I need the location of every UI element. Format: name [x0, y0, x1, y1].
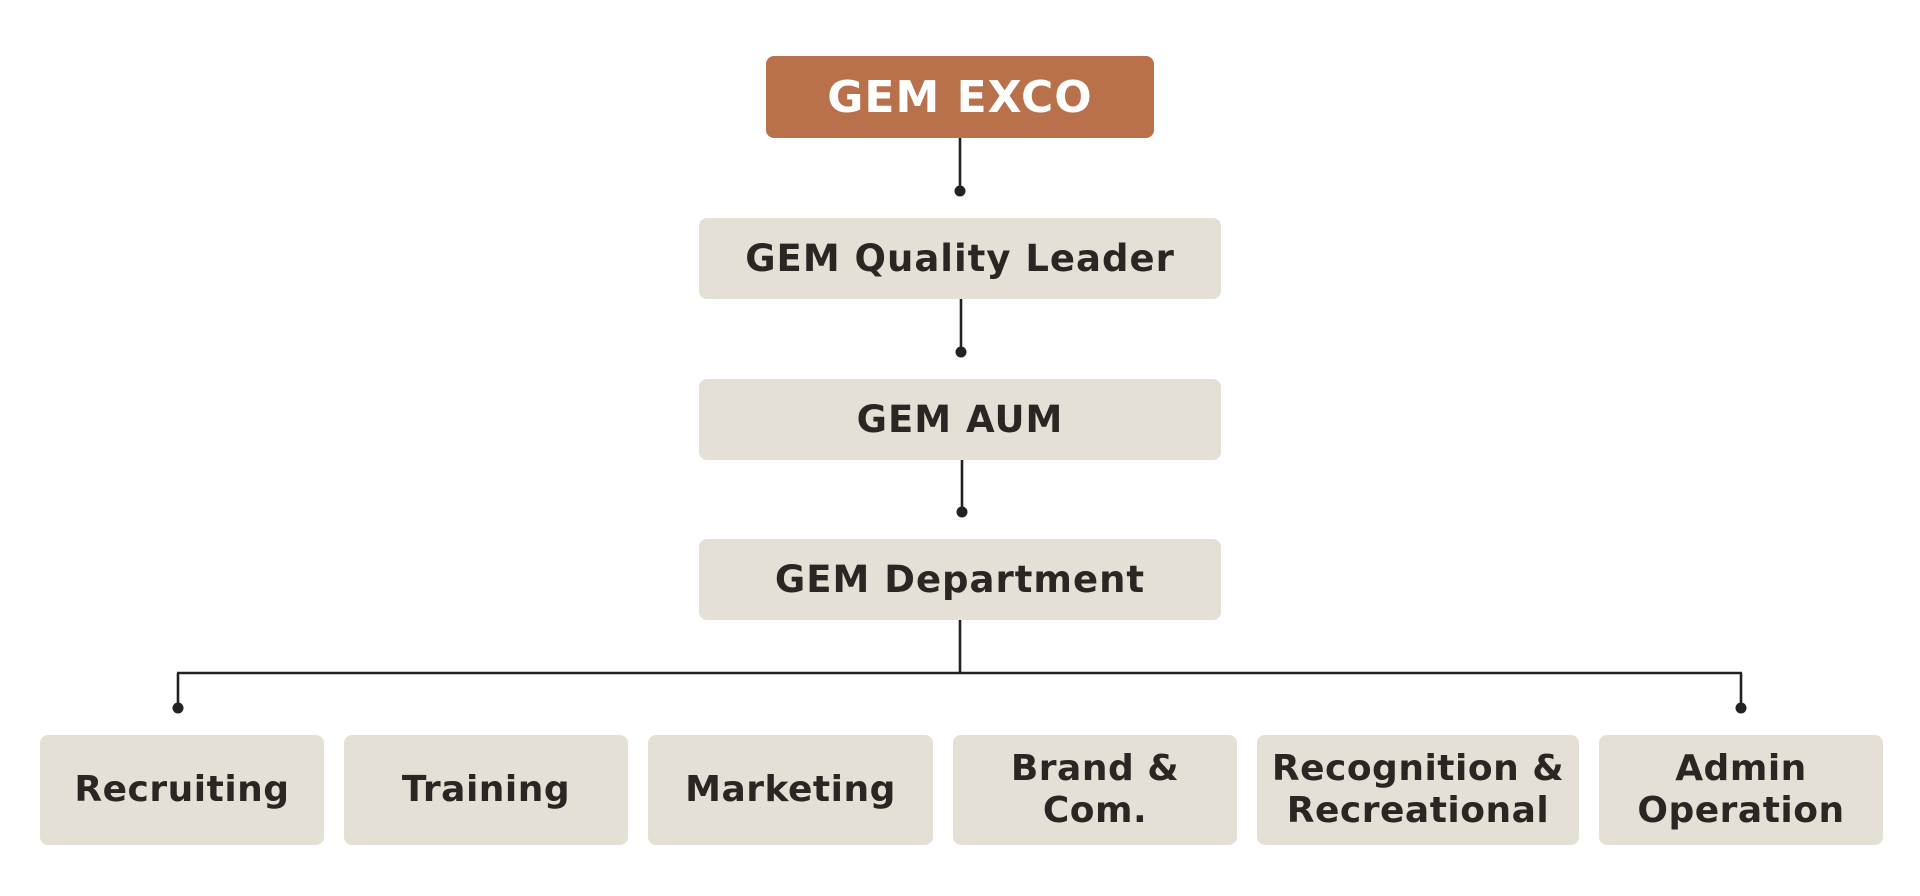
node-gem-aum: GEM AUM	[699, 379, 1221, 460]
node-marketing: Marketing	[648, 735, 933, 845]
connector-dot	[955, 346, 967, 358]
connector-dot	[954, 185, 966, 197]
node-recruiting: Recruiting	[40, 735, 324, 845]
node-gem-exco: GEM EXCO	[766, 56, 1154, 138]
node-gem-quality-leader: GEM Quality Leader	[699, 218, 1221, 299]
node-recognition-recreational: Recognition & Recreational	[1257, 735, 1579, 845]
connector-dot	[172, 702, 184, 714]
connector-dot	[956, 506, 968, 518]
node-gem-department: GEM Department	[699, 539, 1221, 620]
node-training: Training	[344, 735, 628, 845]
node-brand-com: Brand & Com.	[953, 735, 1237, 845]
connector-dot	[1735, 702, 1747, 714]
node-admin-operation: Admin Operation	[1599, 735, 1883, 845]
